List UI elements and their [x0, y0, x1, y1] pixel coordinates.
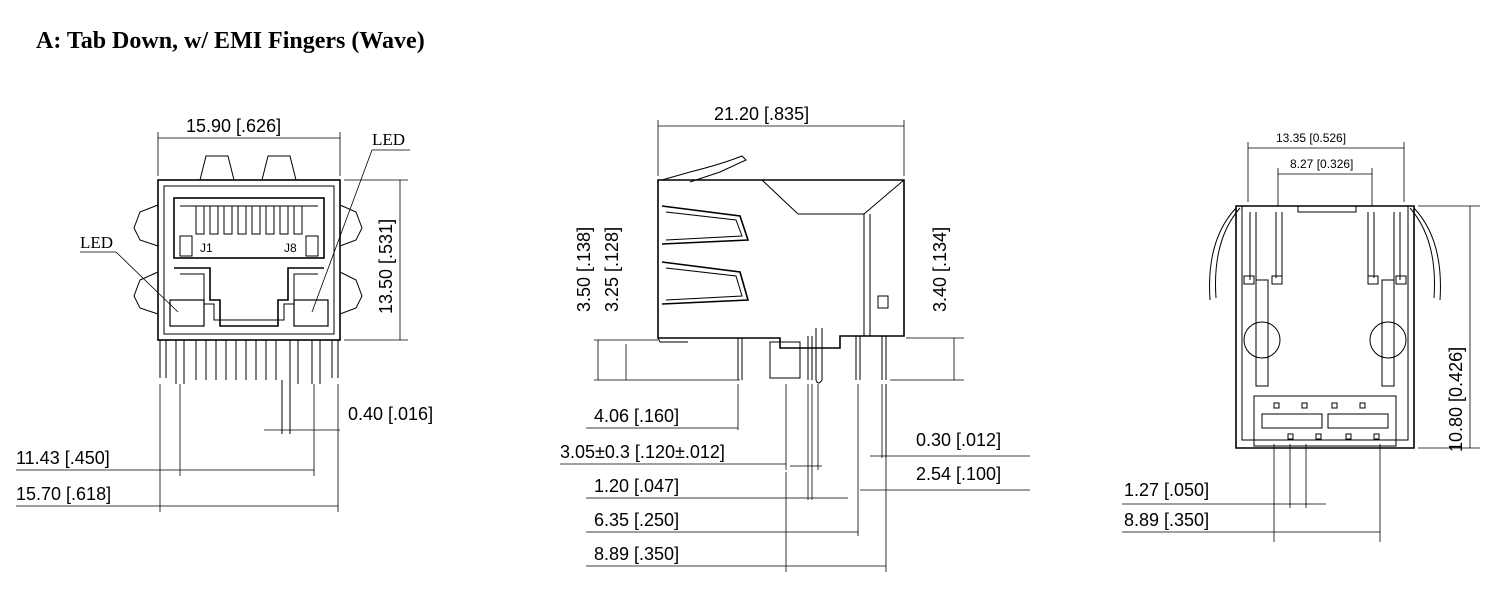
- dim-side-d4: 6.35 [.250]: [586, 384, 859, 536]
- svg-text:6.35 [.250]: 6.35 [.250]: [594, 510, 679, 530]
- pin-label-j1: J1: [200, 241, 213, 255]
- dim-bottom-pitch: 1.27 [.050]: [1122, 444, 1326, 508]
- bottom-post-right: [1369, 321, 1407, 359]
- side-latch: [661, 155, 747, 183]
- dim-side-d3: 1.20 [.047]: [586, 384, 848, 500]
- front-emi-fingers: [133, 204, 363, 315]
- dim-pin-width: 0.40 [.016]: [264, 404, 433, 431]
- bottom-finger-right: [1409, 207, 1441, 301]
- svg-text:1.20 [.047]: 1.20 [.047]: [594, 476, 679, 496]
- svg-text:1.27 [.050]: 1.27 [.050]: [1124, 480, 1209, 500]
- side-view: 21.20 [.835] 3.50 [.138] 3.25 [.128] 3.4…: [560, 104, 1030, 572]
- bottom-body: [1235, 205, 1415, 449]
- svg-text:11.43 [.450]: 11.43 [.450]: [16, 448, 110, 468]
- pin-label-j8: J8: [284, 241, 297, 255]
- led-label-right: LED: [372, 130, 405, 149]
- bottom-pin-holes: [1273, 402, 1380, 440]
- svg-text:13.50 [.531]: 13.50 [.531]: [376, 219, 396, 314]
- bottom-view: 13.35 [0.526] 8.27 [0.326] 10.80 [0.426]…: [1122, 131, 1480, 542]
- svg-text:3.40 [.134]: 3.40 [.134]: [930, 227, 950, 312]
- bottom-post-left: [1243, 321, 1281, 359]
- front-jack-opening: [173, 197, 325, 327]
- dim-side-d6: 0.30 [.012]: [870, 384, 1030, 458]
- dim-side-d1: 4.06 [.160]: [586, 384, 739, 430]
- front-top-tabs: [199, 155, 297, 181]
- dim-front-height: 13.50 [.531]: [344, 179, 408, 341]
- diagram-title: A: Tab Down, w/ EMI Fingers (Wave): [36, 28, 425, 54]
- dim-bottom-height: 10.80 [0.426]: [1418, 205, 1480, 452]
- svg-text:13.35 [0.526]: 13.35 [0.526]: [1276, 131, 1346, 145]
- dim-side-height-a: 3.50 [.138]: [574, 227, 740, 381]
- dim-bottom-outer: 13.35 [0.526]: [1247, 131, 1405, 202]
- dim-side-d2: 3.05±0.3 [.120±.012]: [560, 384, 822, 470]
- side-body: [657, 179, 905, 349]
- bottom-pin-block: [1253, 395, 1397, 447]
- svg-text:21.20 [.835]: 21.20 [.835]: [714, 104, 809, 124]
- dim-side-depth: 21.20 [.835]: [657, 104, 905, 176]
- dim-side-d5: 8.89 [.350]: [586, 384, 887, 572]
- dim-side-height-right: 3.40 [.134]: [890, 227, 964, 381]
- svg-text:2.54 [.100]: 2.54 [.100]: [916, 464, 1001, 484]
- svg-text:8.89 [.350]: 8.89 [.350]: [594, 544, 679, 564]
- front-led-right: [293, 299, 329, 327]
- dim-side-height-b: 3.25 [.128]: [602, 227, 627, 380]
- front-led-left: [169, 299, 205, 327]
- front-body: [157, 179, 341, 341]
- dim-side-d7: 2.54 [.100]: [860, 464, 1030, 491]
- led-label-left: LED: [80, 233, 113, 252]
- front-view: J1 J8 LED LED 15.90 [.626] 13.50 [.531]: [16, 116, 433, 512]
- svg-text:3.25 [.128]: 3.25 [.128]: [602, 227, 622, 312]
- svg-text:0.30 [.012]: 0.30 [.012]: [916, 430, 1001, 450]
- svg-text:15.70 [.618]: 15.70 [.618]: [16, 484, 111, 504]
- svg-text:10.80 [0.426]: 10.80 [0.426]: [1446, 347, 1466, 452]
- svg-text:4.06 [.160]: 4.06 [.160]: [594, 406, 679, 426]
- dim-bottom-span: 8.89 [.350]: [1122, 444, 1381, 542]
- front-pins: [159, 340, 339, 434]
- svg-text:8.27 [0.326]: 8.27 [0.326]: [1290, 157, 1353, 171]
- svg-text:3.50 [.138]: 3.50 [.138]: [574, 227, 594, 312]
- dim-post-span: 15.70 [.618]: [16, 384, 339, 512]
- svg-text:15.90 [.626]: 15.90 [.626]: [186, 116, 281, 136]
- bottom-finger-left: [1209, 207, 1241, 301]
- dim-bottom-inner: 8.27 [0.326]: [1277, 157, 1373, 206]
- svg-text:0.40 [.016]: 0.40 [.016]: [348, 404, 433, 424]
- dim-front-width: 15.90 [.626]: [157, 116, 341, 176]
- svg-text:8.89 [.350]: 8.89 [.350]: [1124, 510, 1209, 530]
- svg-text:3.05±0.3 [.120±.012]: 3.05±0.3 [.120±.012]: [560, 442, 725, 462]
- side-pins: [737, 328, 887, 384]
- dim-pin-span: 11.43 [.450]: [16, 384, 315, 476]
